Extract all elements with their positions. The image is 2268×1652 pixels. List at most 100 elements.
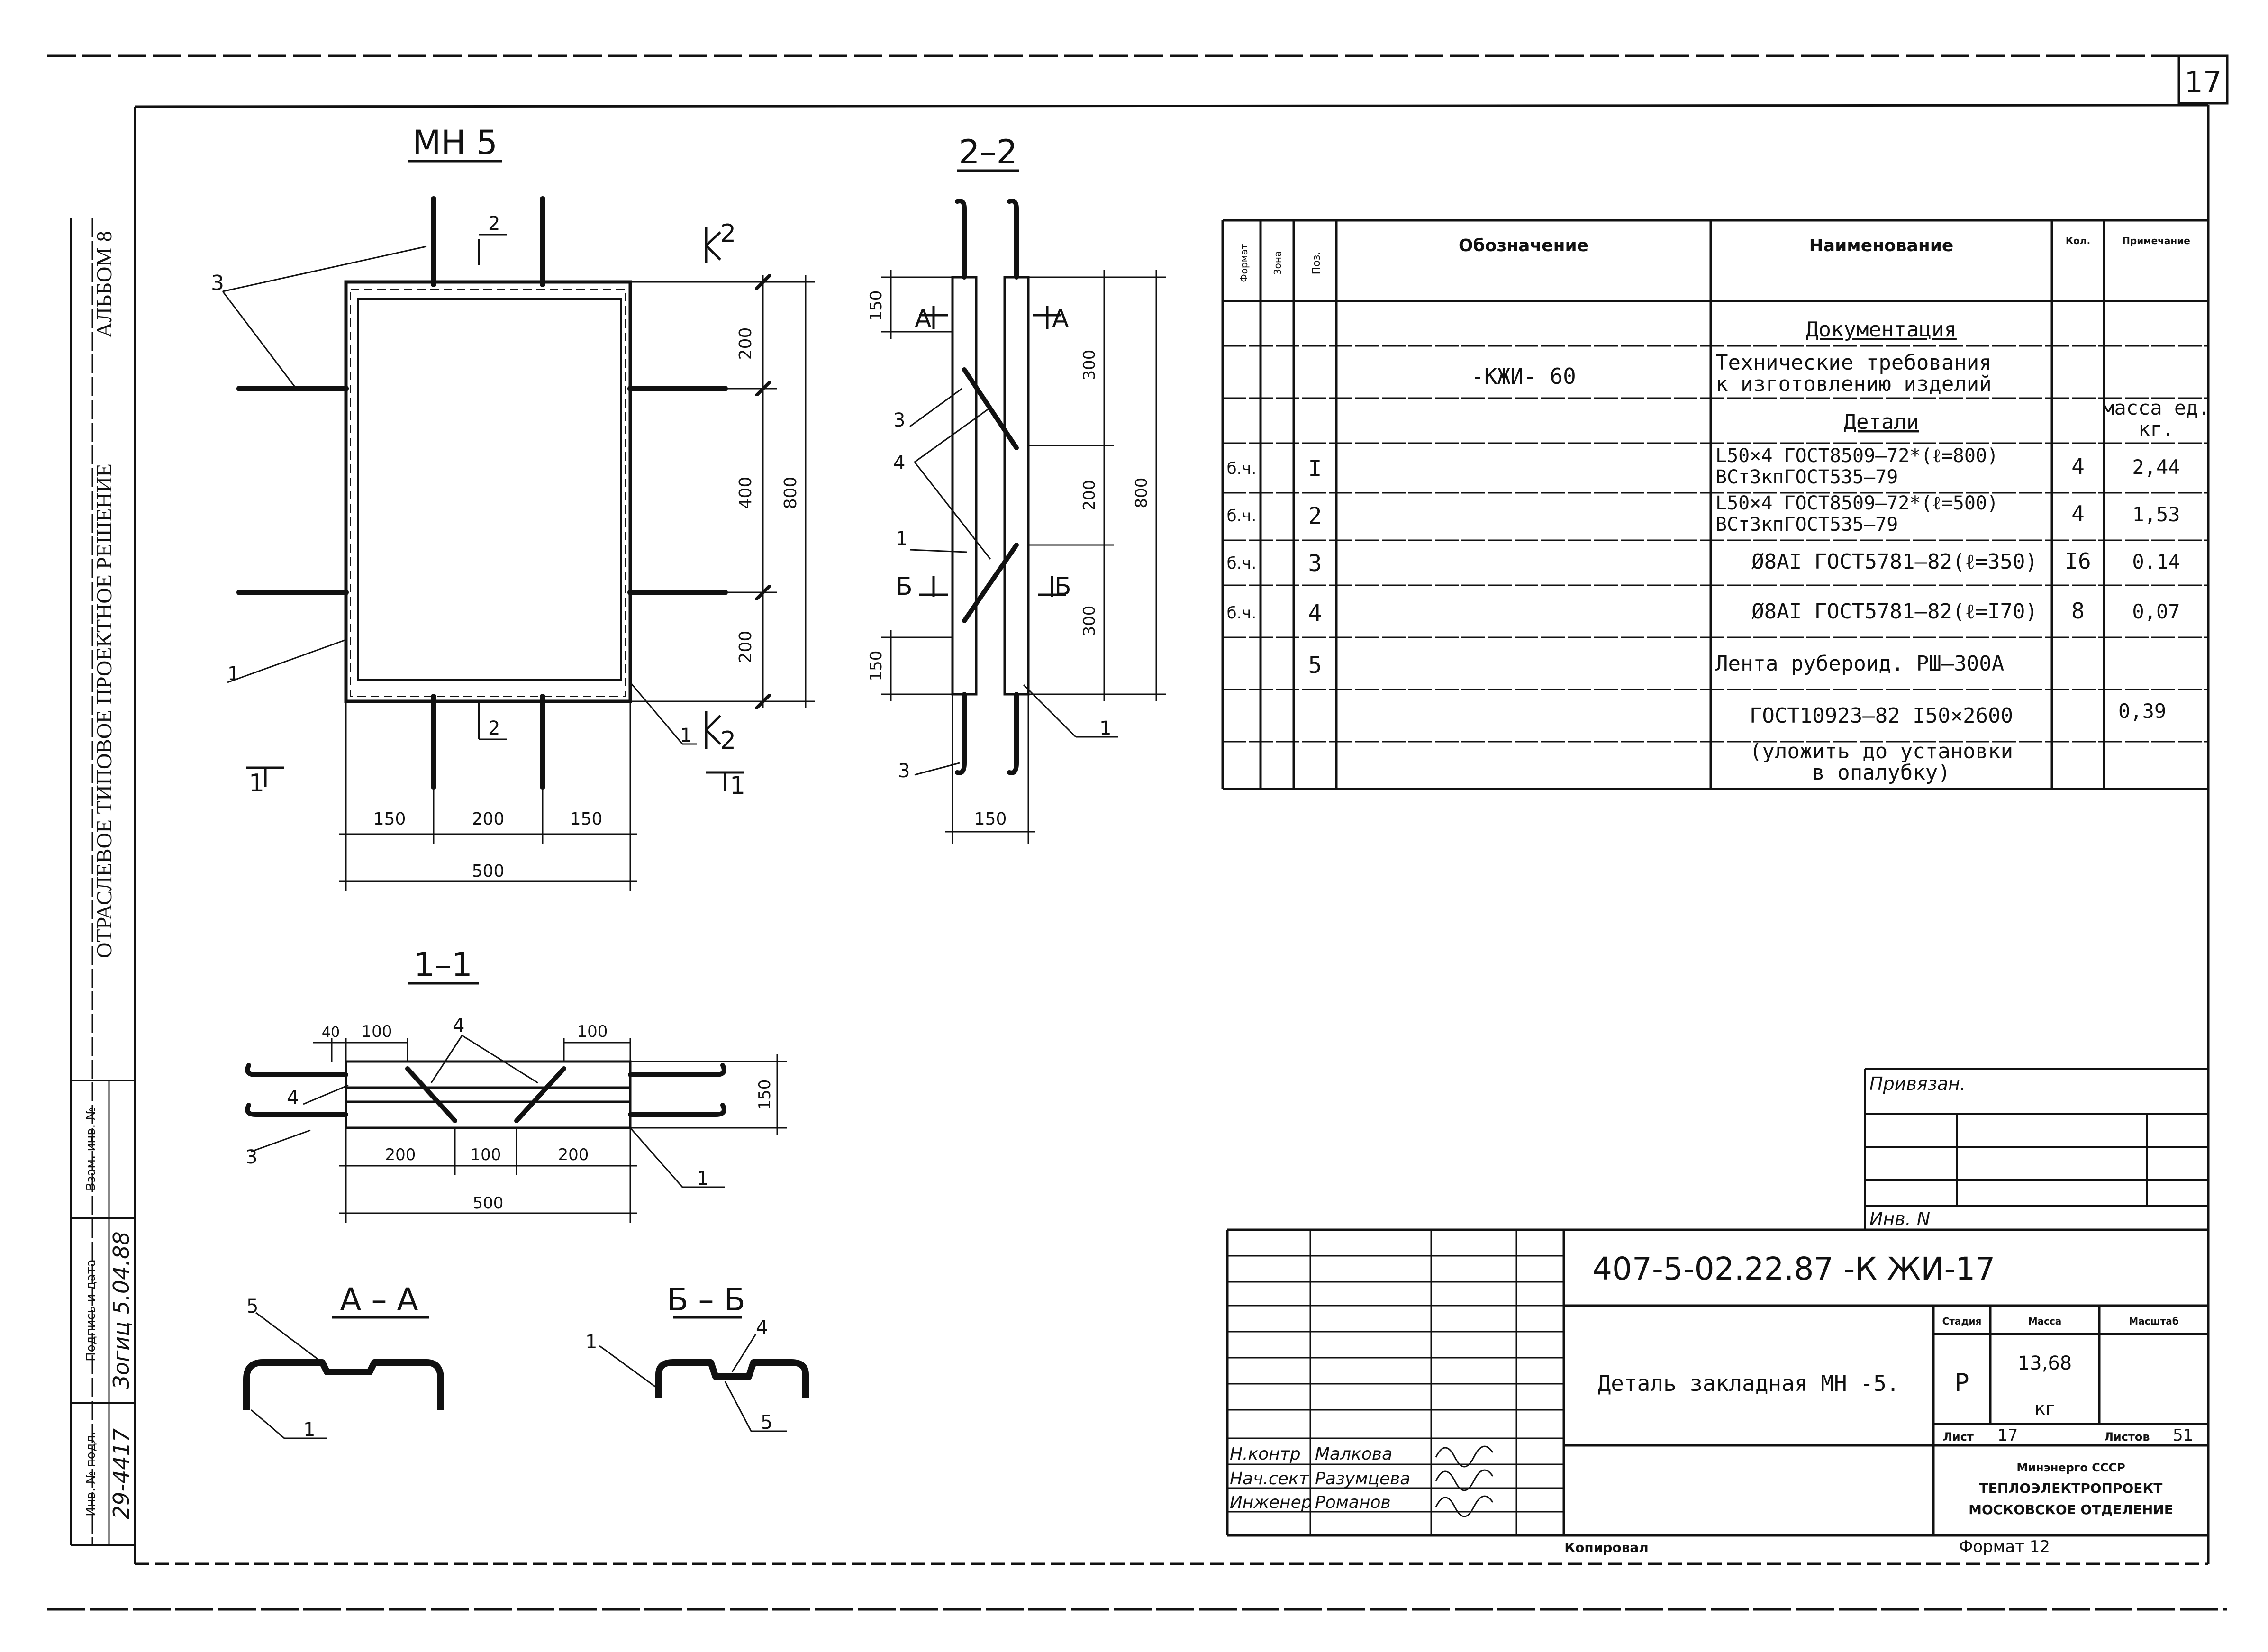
mn5-section-1-right: 1 — [730, 772, 745, 800]
view-section-BB: Б – Б 1 4 5 — [585, 1281, 809, 1434]
privyazan-block: Привязан. Инв. N — [1864, 1068, 2208, 1230]
vzam-label: Взам. инв. № — [84, 1107, 98, 1191]
s22-dim-300a: 300 — [1080, 350, 1099, 381]
row-p3-format: б.ч. — [1227, 554, 1257, 573]
mn5-dim-150a: 150 — [373, 809, 406, 829]
drawing-code: 407-5-02.22.87 -К ЖИ-17 — [1592, 1251, 1995, 1287]
s22-dim-200: 200 — [1080, 480, 1099, 511]
mn5-callout-2-top: 2 — [488, 213, 500, 235]
hdr-format: Формат — [1238, 244, 1250, 282]
row-p3-qty: I6 — [2065, 548, 2091, 574]
hdr-note: Примечание — [2122, 235, 2190, 246]
mn5-dim-200c: 200 — [472, 809, 505, 829]
s22-dim-150a: 150 — [867, 290, 886, 321]
mass-unit-l1: масса ед. — [2102, 396, 2210, 419]
podpis-value: Зогиц 5.04.88 — [109, 1231, 134, 1389]
hdr-designation: Обозначение — [1459, 236, 1588, 255]
privyazan-title: Привязан. — [1869, 1073, 1966, 1094]
masshtab-label: Масштаб — [2129, 1316, 2179, 1327]
mass-unit-l2: кг. — [2138, 418, 2174, 441]
mn5-anchors — [236, 196, 728, 790]
s11-dim-100b: 100 — [577, 1022, 608, 1041]
sectionBB-title: Б – Б — [667, 1281, 745, 1318]
mn5-dim-400: 400 — [736, 477, 755, 509]
s11-dim-500: 500 — [473, 1194, 504, 1213]
s11-dim-200b: 200 — [558, 1145, 589, 1164]
row-p1-format: б.ч. — [1227, 459, 1257, 478]
s22-label-B-left: Б — [896, 572, 913, 601]
sAA-callout-1: 1 — [303, 1419, 315, 1441]
row1-name-l1: Технические требования — [1715, 351, 1992, 375]
s22-dim-800: 800 — [1132, 478, 1151, 508]
s11-callout-3: 3 — [245, 1146, 257, 1168]
row-p3-note: 0.14 — [2132, 550, 2180, 573]
org-line1: Минэнерго СССР — [2016, 1461, 2125, 1474]
list-label: Лист — [1943, 1430, 1974, 1443]
row-p2-qty: 4 — [2071, 501, 2085, 526]
s11-callout-1: 1 — [697, 1168, 708, 1189]
row-p5-comment-l1: (уложить до установки — [1750, 739, 2013, 763]
mn5-title: МН 5 — [412, 123, 498, 162]
listov-label: Листов — [2104, 1430, 2150, 1443]
signer2-role: Нач.сект — [1230, 1469, 1309, 1489]
inv-label: Инв. № подл. — [84, 1431, 98, 1516]
row-p2-name-l1: L50×4 ГОСТ8509–72*(ℓ=500) — [1715, 492, 1998, 514]
view-section-AA: А – А 5 1 — [243, 1281, 444, 1441]
sAA-callout-5: 5 — [246, 1296, 258, 1317]
signer3-role: Инженер — [1230, 1493, 1312, 1512]
title-block: 407-5-02.22.87 -К ЖИ-17 Деталь закладная… — [1226, 1228, 2208, 1556]
org-line2: ТЕПЛОЭЛЕКТРОПРОЕКТ — [1979, 1480, 2163, 1496]
sectionAA-title: А – А — [340, 1281, 418, 1318]
s22-dim-150b: 150 — [867, 651, 886, 681]
massa-value: 13,68 — [2018, 1352, 2072, 1374]
inv-value: 29-4417 — [109, 1428, 134, 1519]
s11-callout-4: 4 — [453, 1015, 464, 1037]
row-p1-pos: I — [1308, 455, 1322, 482]
sBB-callout-1: 1 — [585, 1331, 597, 1353]
s22-label-A-right: А — [1052, 305, 1069, 333]
s11-dim-150: 150 — [755, 1080, 774, 1110]
listov-value: 51 — [2173, 1426, 2193, 1445]
row-p5-pos: 5 — [1308, 652, 1322, 679]
s11-callout-4b: 4 — [287, 1087, 299, 1109]
massa-label: Масса — [2028, 1316, 2062, 1327]
format-label: Формат 12 — [1959, 1537, 2050, 1556]
row-p5-gost: ГОСТ10923–82 I50×2600 — [1750, 704, 2013, 728]
row1-designation: -КЖИ- 60 — [1471, 363, 1576, 389]
s22-callout-3b: 3 — [898, 760, 910, 782]
row-p3-pos: 3 — [1308, 550, 1322, 577]
row-doc-heading: Документация — [1806, 318, 1957, 342]
stadia-label: Стадия — [1942, 1316, 1982, 1327]
mn5-dim-200a: 200 — [736, 327, 755, 360]
signer3-name: Романов — [1315, 1493, 1391, 1512]
list-value: 17 — [1997, 1426, 2018, 1445]
signatures — [1435, 1445, 1494, 1517]
s22-dim-150c: 150 — [974, 809, 1007, 829]
s11-dim-200a: 200 — [385, 1145, 416, 1164]
signer1-role: Н.контр — [1230, 1444, 1301, 1464]
album-label: АЛЬБОМ 8 — [92, 231, 116, 338]
row-p5-note: 0,39 — [2118, 699, 2166, 723]
mn5-section-1-left: 1 — [249, 769, 264, 798]
signer2-name: Разумцева — [1315, 1469, 1410, 1489]
mn5-section-2-top: 2 — [720, 219, 736, 248]
spec-table: Формат Зона Поз. Обозначение Наименовани… — [1221, 219, 2210, 790]
sBB-callout-5: 5 — [761, 1412, 772, 1434]
view-section-1-1: 1–1 — [245, 945, 787, 1223]
s22-callout-3: 3 — [893, 409, 905, 431]
hdr-pos: Поз. — [1311, 252, 1323, 275]
row-p1-note: 2,44 — [2132, 455, 2180, 479]
row-details-heading: Детали — [1844, 410, 1919, 434]
row-p5-name: Лента рубероид. РШ–300А — [1715, 652, 2004, 676]
hdr-name: Наименование — [1809, 236, 1954, 255]
row-p4-note: 0,07 — [2132, 600, 2180, 623]
drawing-name: Деталь закладная МН -5. — [1598, 1371, 1900, 1396]
row1-name-l2: к изготовлению изделий — [1715, 372, 1992, 396]
s22-callout-4: 4 — [893, 452, 905, 474]
row-p1-name-l1: L50×4 ГОСТ8509–72*(ℓ=800) — [1715, 445, 1998, 467]
sheet-frame — [47, 54, 2227, 1611]
row-p4-pos: 4 — [1308, 600, 1322, 626]
mn5-callout-3: 3 — [211, 271, 224, 295]
s22-label-A-left: А — [915, 305, 932, 333]
mn5-callout-1b: 1 — [680, 725, 692, 746]
